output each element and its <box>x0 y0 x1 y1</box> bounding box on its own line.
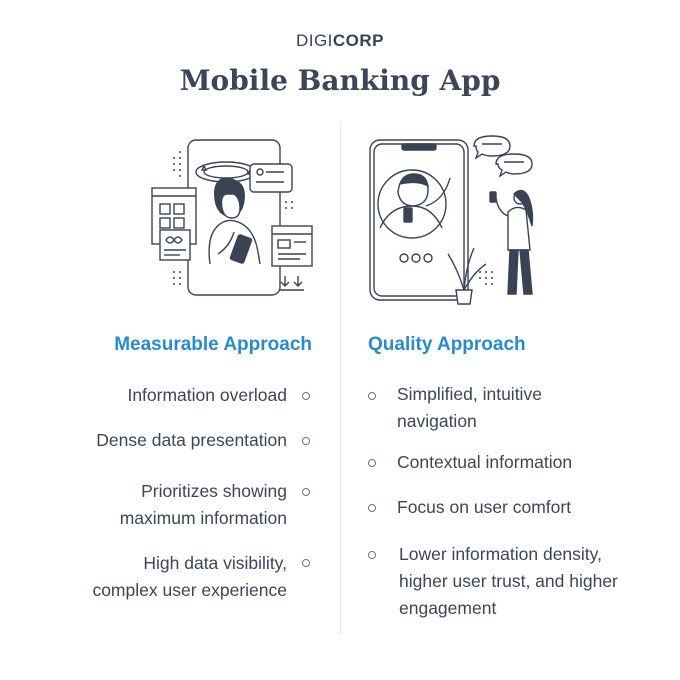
list-item: Information overload <box>127 385 287 405</box>
bullet-icon <box>302 559 310 567</box>
list-item: Simplified, intuitive navigation <box>397 384 542 431</box>
bullet-icon <box>368 551 376 559</box>
column-divider <box>340 122 341 634</box>
quality-approach-heading: Quality Approach <box>368 334 526 355</box>
bullet-icon <box>368 459 376 467</box>
brand-logo: DIGICORP <box>0 31 680 51</box>
bullet-icon <box>302 437 310 445</box>
video-call-phone-and-woman-illustration <box>360 132 550 312</box>
woman-with-phone-and-dense-widgets-illustration <box>150 132 320 312</box>
bullet-icon <box>368 392 376 400</box>
list-item: Lower information density, higher user t… <box>399 544 618 618</box>
page-title: Mobile Banking App <box>179 64 501 97</box>
bullet-icon <box>368 504 376 512</box>
measurable-approach-heading: Measurable Approach <box>114 334 312 355</box>
list-item: Prioritizes showing maximum information <box>119 481 287 528</box>
bullet-icon <box>302 392 310 400</box>
brand-logo-part1: DIGI <box>295 31 333 50</box>
list-item: Dense data presentation <box>96 430 287 450</box>
bullet-icon <box>302 488 310 496</box>
list-item: High data visibility, complex user exper… <box>92 553 287 600</box>
list-item: Focus on user comfort <box>397 497 572 517</box>
list-item: Contextual information <box>397 452 573 472</box>
brand-logo-part2: CORP <box>332 31 385 50</box>
